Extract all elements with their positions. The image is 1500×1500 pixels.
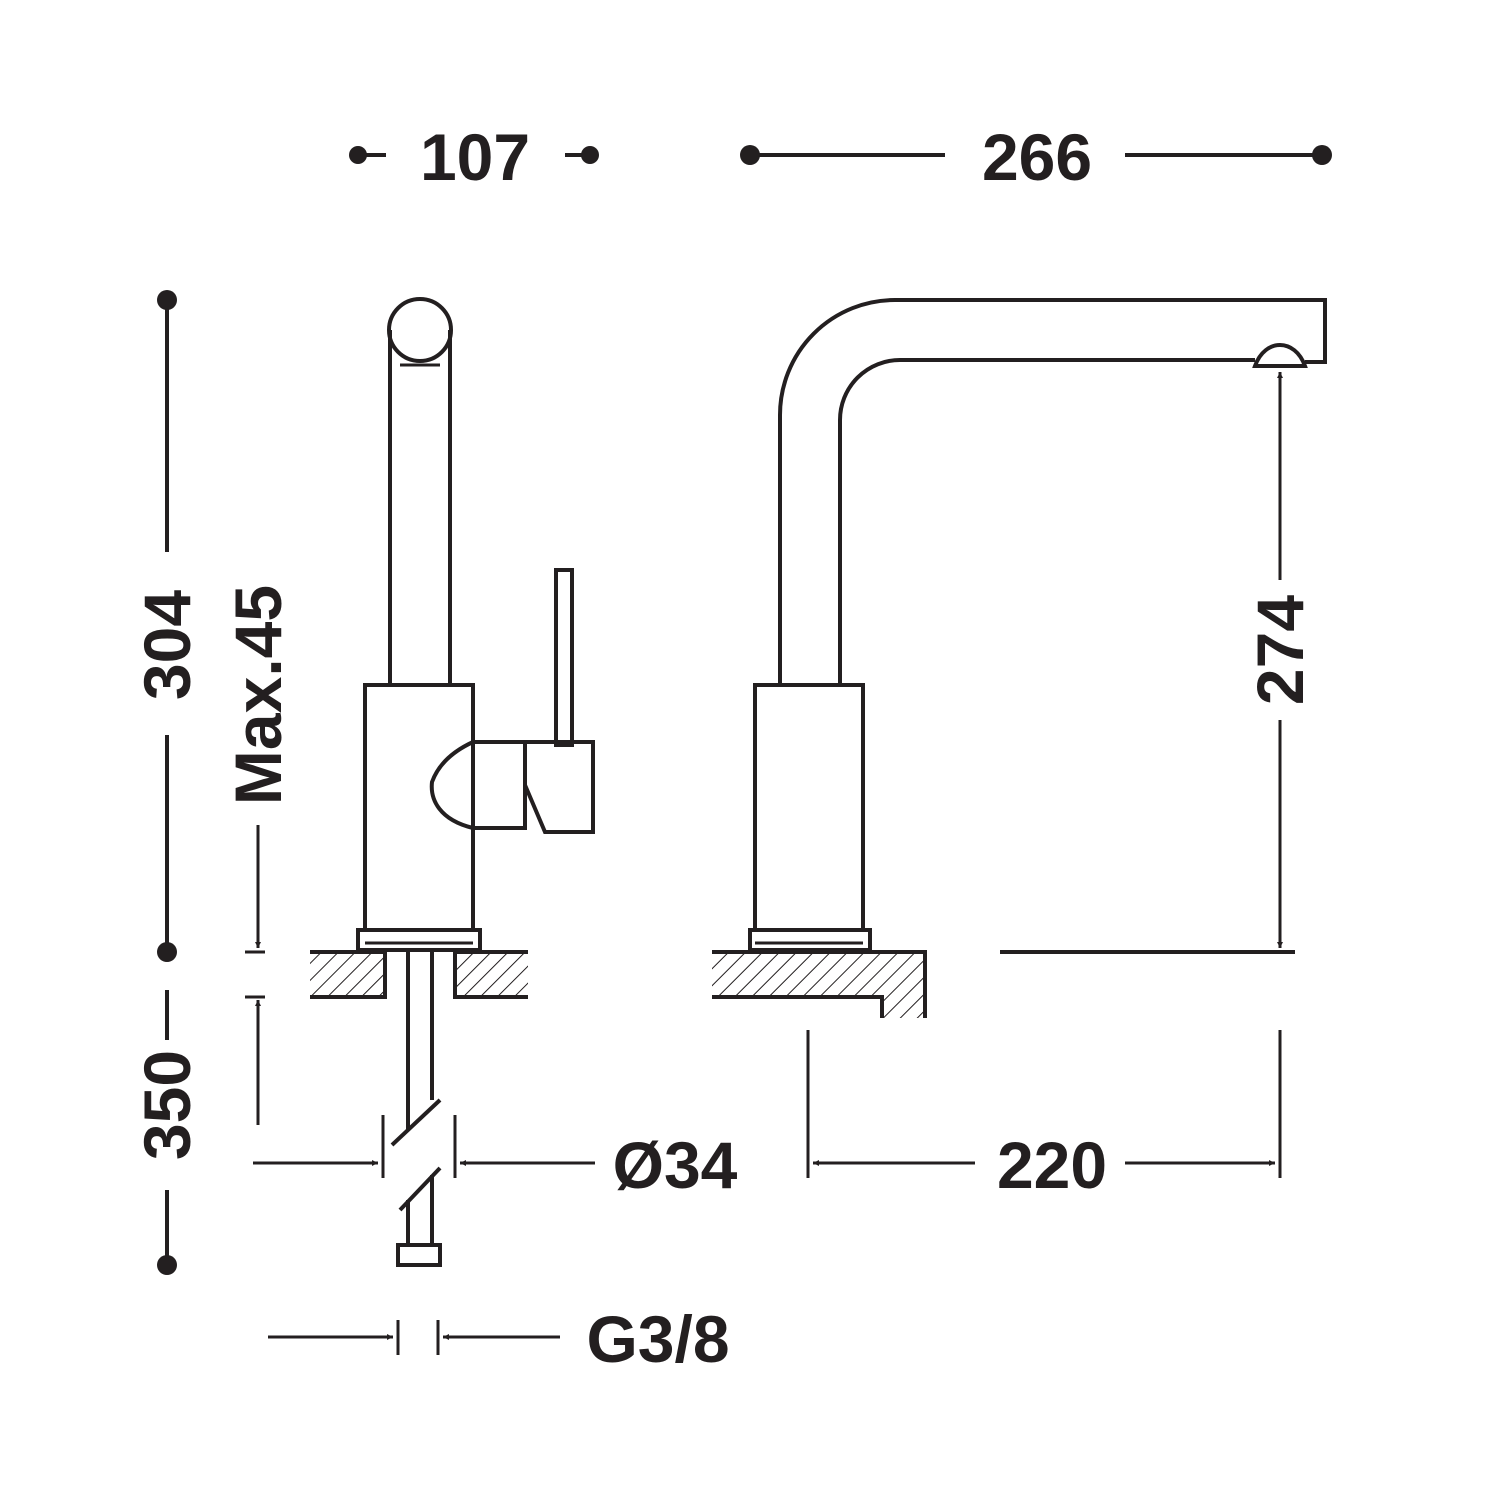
dim-304-label: 304 [130, 590, 204, 700]
dim-107: 107 [349, 120, 599, 194]
dim-266: 266 [740, 120, 1332, 194]
dim-304: 304 [130, 290, 204, 962]
dim-g38: G3/8 [268, 1302, 730, 1376]
dim-max45-label: Max.45 [221, 585, 295, 805]
dim-diameter-label: Ø34 [613, 1128, 738, 1202]
dim-107-label: 107 [420, 120, 530, 194]
faucet-side-view [310, 297, 595, 1267]
dim-220: 220 [806, 1030, 1282, 1202]
dim-350: 350 [130, 990, 204, 1275]
dim-diameter-34: Ø34 [253, 1115, 738, 1202]
dim-g38-label: G3/8 [586, 1302, 729, 1376]
dim-220-label: 220 [997, 1128, 1107, 1202]
faucet-front-view [712, 298, 1327, 1018]
dim-350-label: 350 [130, 1050, 204, 1160]
dim-274-label: 274 [1243, 595, 1317, 705]
dim-266-label: 266 [982, 120, 1092, 194]
dim-274: 274 [1243, 372, 1317, 948]
dim-max45: Max.45 [221, 585, 295, 1125]
